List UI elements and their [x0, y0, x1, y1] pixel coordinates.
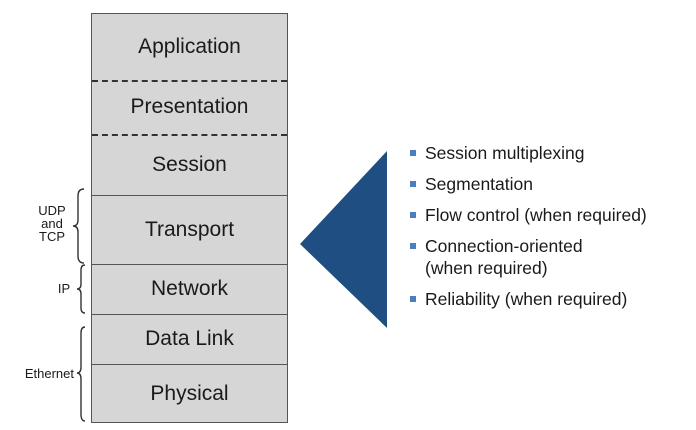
dashed-divider — [92, 80, 287, 82]
ethernet-brace — [76, 326, 86, 422]
transport-brace — [72, 188, 85, 264]
layer-application: Application — [138, 35, 241, 58]
solid-divider — [92, 364, 287, 365]
list-item: Reliability (when required) — [410, 288, 696, 310]
protocol-udp: UDP — [38, 203, 66, 218]
solid-divider — [92, 195, 287, 196]
layer-session: Session — [152, 152, 227, 176]
network-brace — [76, 264, 86, 314]
solid-divider — [92, 314, 287, 315]
triangle-shape — [300, 151, 387, 328]
transport-protocols-label: UDP and TCP — [34, 204, 70, 243]
protocol-and: and — [41, 216, 63, 231]
bullet-square-icon — [410, 150, 416, 156]
list-item: Session multiplexing — [410, 142, 696, 164]
layer-transport: Transport — [144, 217, 235, 241]
layer-data-link: Data Link — [145, 327, 234, 350]
list-item: Connection-oriented (when required) — [410, 235, 696, 279]
bullet-square-icon — [410, 212, 416, 218]
list-item: Segmentation — [410, 173, 696, 195]
list-item: Flow control (when required) — [410, 204, 696, 226]
solid-divider — [92, 264, 287, 265]
protocol-ip: IP — [57, 281, 71, 296]
osi-layer-stack: Application Presentation Session Transpo… — [91, 13, 288, 423]
triangle-pointer — [300, 151, 387, 328]
bullet-square-icon — [410, 243, 416, 249]
layer-physical: Physical — [150, 381, 229, 405]
layer-network: Network — [150, 277, 229, 300]
bullet-square-icon — [410, 181, 416, 187]
dashed-divider — [92, 134, 287, 136]
bullet-square-icon — [410, 296, 416, 302]
protocol-ethernet: Ethernet — [24, 366, 74, 381]
transport-functions-list: Session multiplexing Segmentation Flow c… — [410, 142, 696, 319]
layer-presentation: Presentation — [130, 95, 249, 118]
protocol-tcp: TCP — [39, 229, 65, 244]
